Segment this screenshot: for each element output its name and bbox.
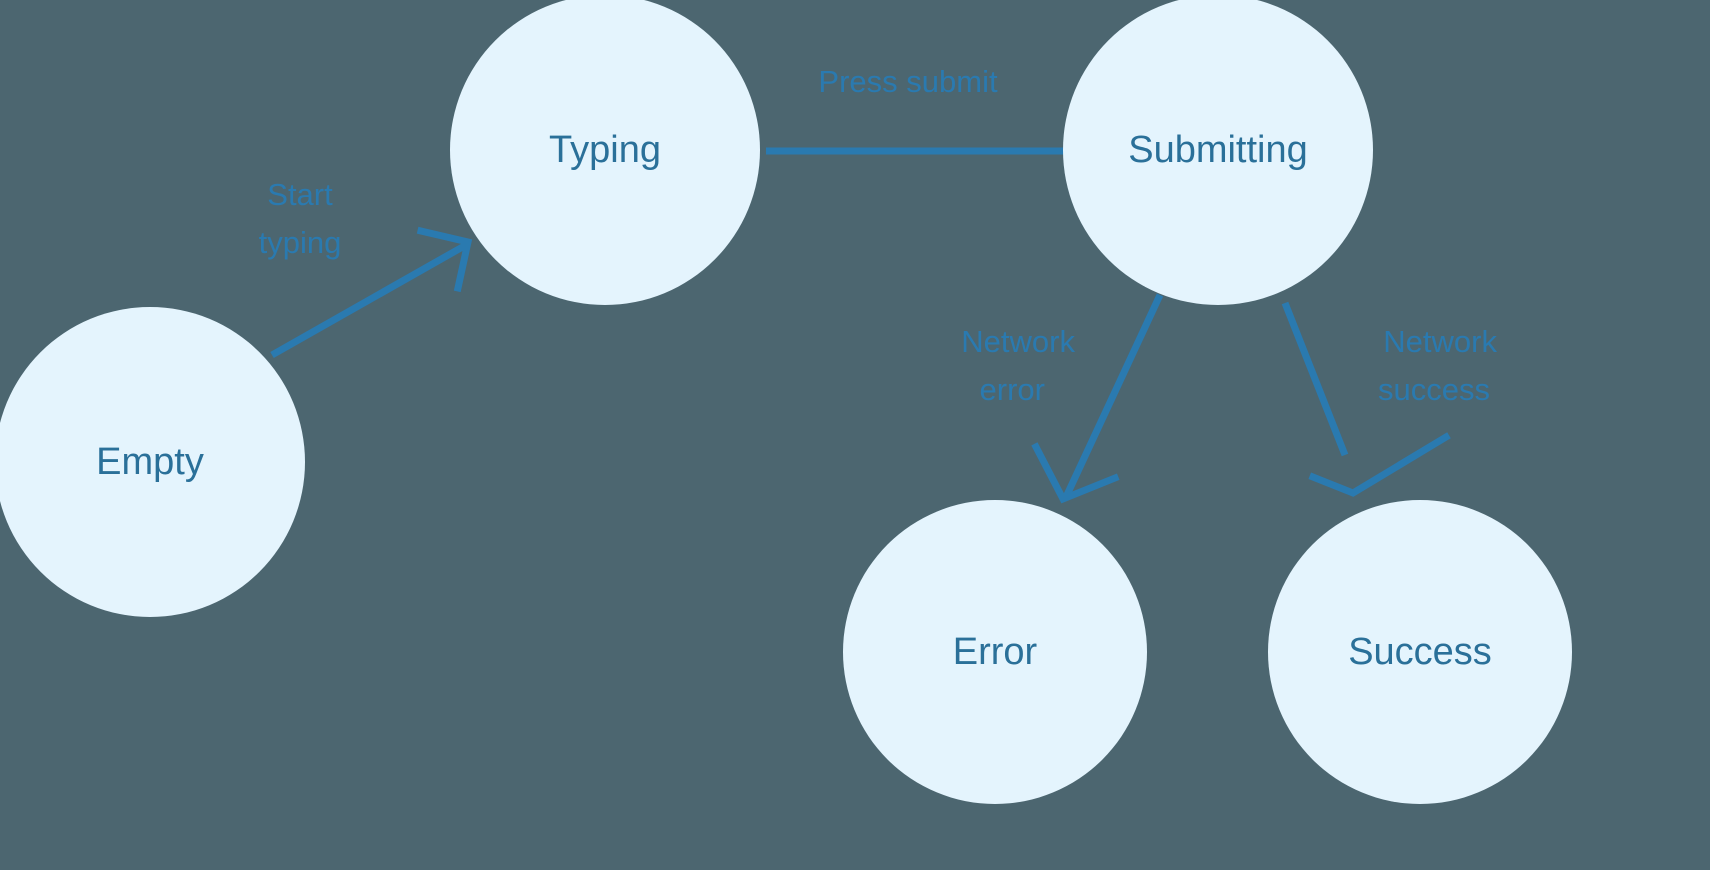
edge-submitting-to-success: Network success [1281,301,1497,497]
edge-empty-to-typing-arrowhead [416,226,473,293]
edge-submitting-to-success-label-line2: success [1378,372,1490,407]
state-node-error-label: Error [953,631,1038,673]
state-node-empty[interactable]: Empty [0,307,305,617]
state-node-error-circle[interactable] [843,500,1147,804]
edge-submitting-to-success-line [1281,301,1349,457]
edge-submitting-to-error-label-line2: error [980,372,1045,407]
state-node-success-circle[interactable] [1268,500,1572,804]
edge-submitting-to-error-arrowhead [1031,442,1120,504]
state-node-submitting-label: Submitting [1128,129,1308,171]
state-node-success[interactable]: Success [1268,500,1572,804]
edge-submitting-to-success-label-line1: Network [1383,324,1497,359]
edge-typing-to-submitting-label-line1: Press submit [818,64,998,99]
state-node-submitting-circle[interactable] [1063,0,1373,305]
state-node-success-label: Success [1348,631,1492,673]
edge-empty-to-typing-line [270,241,468,359]
edge-submitting-to-error-line [1062,293,1164,499]
state-node-typing-circle[interactable] [450,0,760,305]
edge-submitting-to-success-arrow-tip [1308,432,1451,497]
edge-submitting-to-error: Network error [961,293,1164,504]
state-node-empty-label: Empty [96,441,204,483]
state-node-submitting[interactable]: Submitting [1063,0,1373,305]
state-node-error[interactable]: Error [843,500,1147,804]
edge-submitting-to-error-label-line1: Network [961,324,1075,359]
edge-empty-to-typing: Start typing [259,177,473,359]
edge-empty-to-typing-label-line2: typing [259,225,342,260]
edge-empty-to-typing-label-line1: Start [267,177,333,212]
state-node-typing[interactable]: Typing [450,0,760,305]
state-node-typing-label: Typing [549,129,661,171]
state-node-empty-circle[interactable] [0,307,305,617]
